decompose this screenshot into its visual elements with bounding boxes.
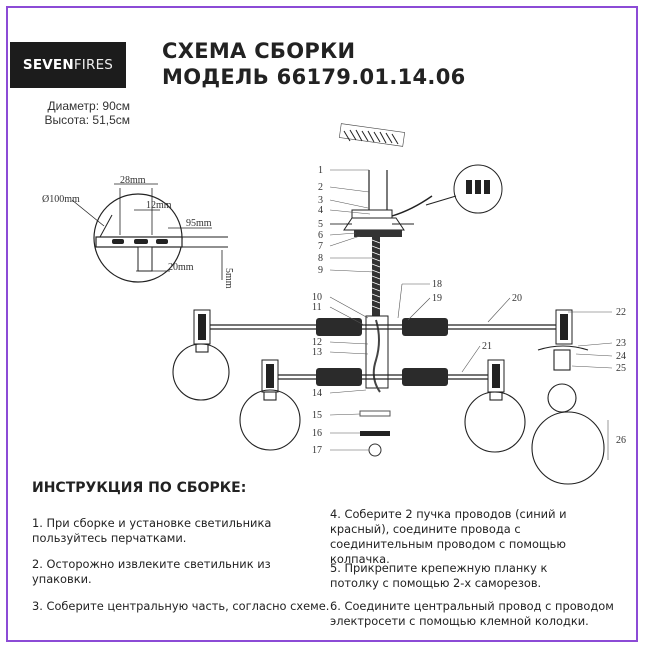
part-24: 24 (616, 351, 626, 362)
part-4: 4 (318, 205, 323, 216)
part-19: 19 (432, 293, 442, 304)
part-7: 7 (318, 241, 323, 252)
step-1: 1. При сборке и установке светильника по… (32, 516, 272, 545)
part-12: 12 (312, 337, 322, 348)
part-18: 18 (432, 279, 442, 290)
ceiling-plate (338, 123, 406, 147)
logo-light: FIRES (73, 57, 114, 73)
label-d100: Ø100mm (42, 194, 80, 205)
part-1: 1 (318, 165, 323, 176)
label-w20: 20mm (168, 262, 194, 273)
step-5: 5. Прикрепите крепежную планку к потолку… (330, 561, 548, 590)
part-6: 6 (318, 230, 323, 241)
part-11: 11 (312, 302, 322, 313)
part-10: 10 (312, 292, 322, 303)
wire-connector-detail (391, 164, 503, 217)
part-9: 9 (318, 265, 323, 276)
part-20: 20 (512, 293, 522, 304)
part-22: 22 (616, 307, 626, 318)
part-17: 17 (312, 445, 322, 456)
page-title: СХЕМА СБОРКИ МОДЕЛЬ 66179.01.14.06 (162, 38, 466, 90)
instructions-heading: ИНСТРУКЦИЯ ПО СБОРКЕ: (32, 480, 247, 496)
part-26: 26 (616, 435, 626, 446)
part-13: 13 (312, 347, 322, 358)
logo-bold: SEVEN (22, 57, 74, 73)
label-h5: 5mm (223, 268, 234, 289)
mount-detail: Ø100mm 28mm 12mm 95mm 20mm 5mm (42, 175, 234, 289)
part-2: 2 (318, 182, 323, 193)
part-23: 23 (616, 338, 626, 349)
part-25: 25 (616, 363, 626, 374)
step-2: 2. Осторожно извлеките светильник из упа… (32, 557, 271, 586)
part-14: 14 (312, 388, 322, 399)
part-3: 3 (318, 195, 323, 206)
label-w95: 95mm (186, 218, 212, 229)
diameter-text: Диаметр: 90см (47, 99, 130, 113)
page-frame (6, 6, 638, 642)
part-16: 16 (312, 428, 322, 439)
part-number-labels: 1 2 3 4 5 6 7 8 9 10 11 12 13 14 15 16 1… (312, 165, 626, 456)
step-4: 4. Соберите 2 пучка проводов (синий и кр… (330, 507, 567, 566)
part-15: 15 (312, 410, 322, 421)
part-8: 8 (318, 253, 323, 264)
height-text: Высота: 51,5см (44, 113, 130, 127)
title-line-1: СХЕМА СБОРКИ (162, 39, 356, 63)
label-w12: 12mm (146, 200, 172, 211)
dimensions-block: Диаметр: 90см Высота: 51,5см (18, 99, 130, 127)
part-21: 21 (482, 341, 492, 352)
part-5: 5 (318, 219, 323, 230)
label-w28: 28mm (120, 175, 146, 186)
title-line-2: МОДЕЛЬ 66179.01.14.06 (162, 65, 466, 89)
step-3: 3. Соберите центральную часть, согласно … (32, 599, 330, 613)
step-6: 6. Соедините центральный провод с провод… (330, 599, 614, 628)
